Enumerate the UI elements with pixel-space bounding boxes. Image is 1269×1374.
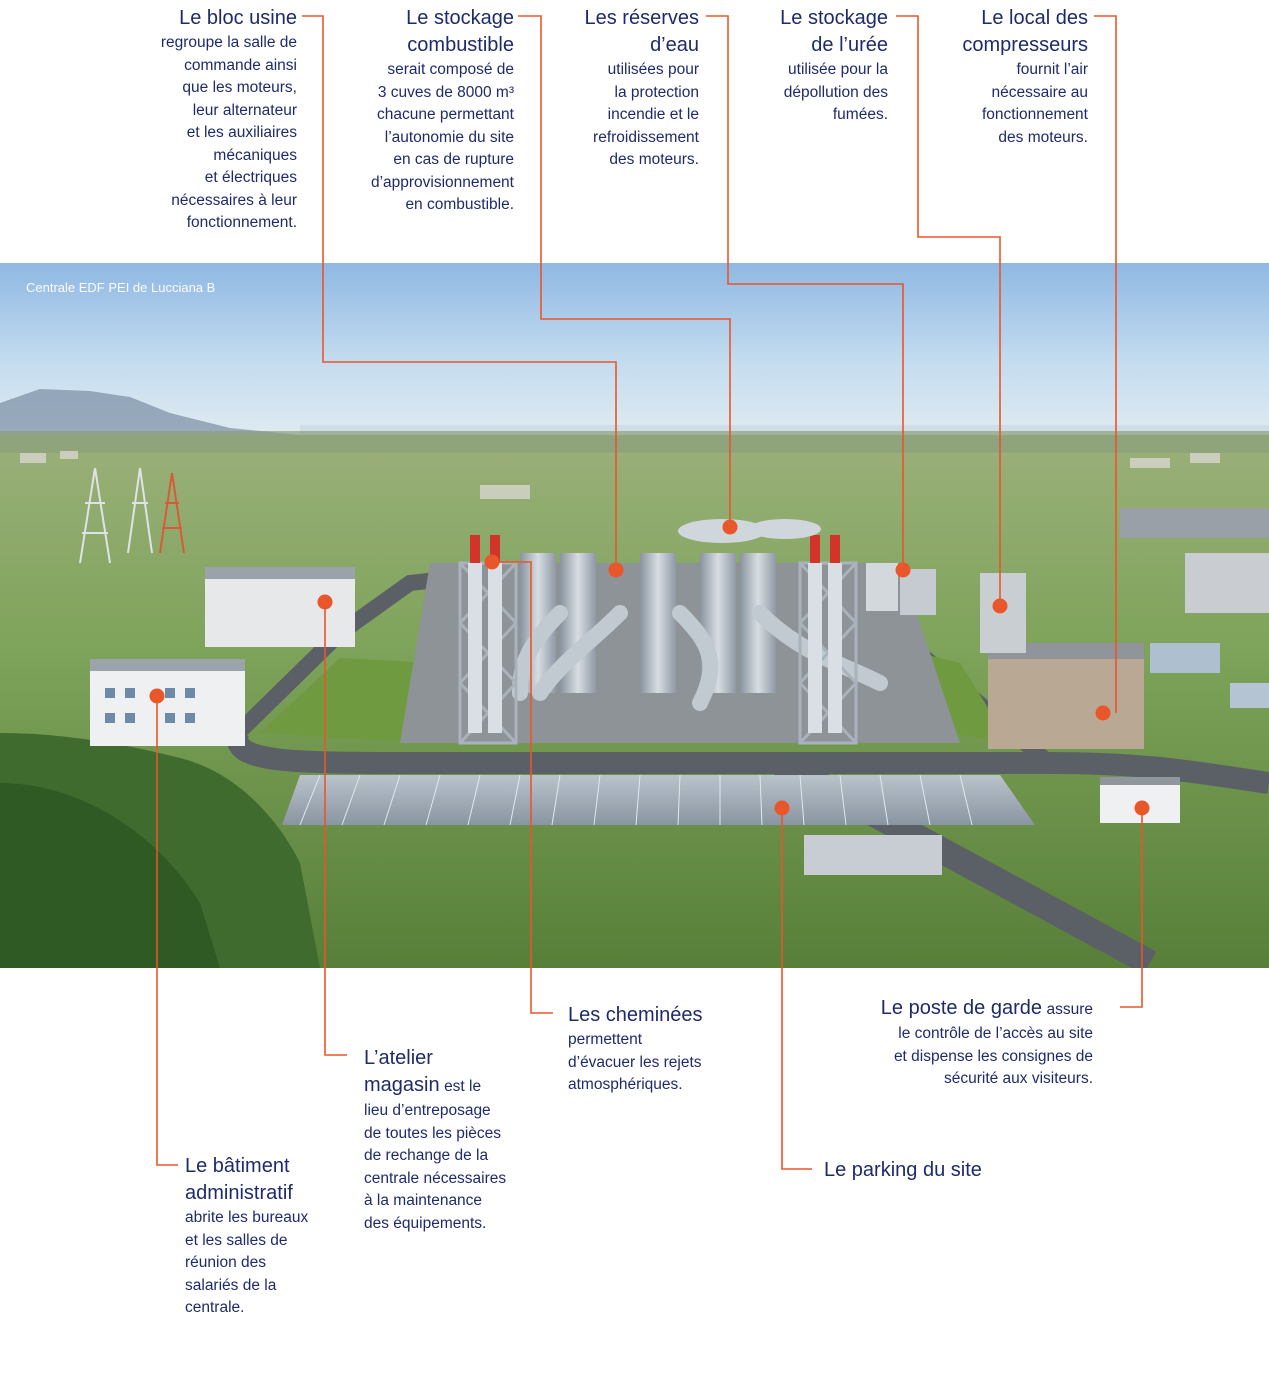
plant-illustration [0,263,1269,968]
label-title: L’atelier [364,1047,433,1069]
label-title: Le stockage de l’urée [780,7,888,56]
label-body: le contrôle de l’accès au site et dispen… [893,1025,1093,1087]
label-body: serait composé de 3 cuves de 8000 m³ cha… [370,61,514,213]
plant-photo: Centrale EDF PEI de Lucciana B [0,263,1269,968]
label-body: lieu d’entreposage de toutes les pièces … [364,1102,507,1232]
label-body: regroupe la salle de commande ainsi que … [160,34,297,231]
label-body: fournit l’air nécessaire au fonctionneme… [982,61,1088,146]
label-stockage-combustible: Le stockage combustible serait composé d… [371,5,514,217]
label-title: Le parking du site [824,1159,982,1181]
label-title: Le bloc usine [179,7,297,29]
label-title: Le bâtiment administratif [185,1155,293,1204]
label-reserves-eau: Les réserves d’eau utilisées pour la pro… [585,5,700,172]
label-title: Les cheminées [568,1004,703,1026]
label-cheminees: Les cheminées permettent d’évacuer les r… [568,1002,703,1097]
label-body: permettent d’évacuer les rejets atmosphé… [568,1031,702,1093]
photo-caption: Centrale EDF PEI de Lucciana B [26,280,216,295]
label-title: Le local des compresseurs [962,7,1088,56]
label-parking: Le parking du site [824,1157,982,1184]
label-title: Le stockage combustible [406,7,514,56]
label-title-line: Le poste de garde assure [880,997,1093,1019]
label-body: utilisées pour la protection incendie et… [593,61,699,168]
label-local-compresseurs: Le local des compresseurs fournit l’air … [962,5,1088,149]
label-poste-garde: Le poste de garde assure le contrôle de … [881,995,1093,1091]
label-title-line: magasin est le [364,1074,482,1096]
label-stockage-uree: Le stockage de l’urée utilisée pour la d… [780,5,888,127]
label-atelier-magasin: L’atelier magasin est le lieu d’entrepos… [364,1045,506,1235]
label-batiment-administratif: Le bâtiment administratif abrite les bur… [185,1153,308,1320]
label-body: abrite les bureaux et les salles de réun… [185,1209,309,1316]
label-title: Les réserves d’eau [584,7,700,56]
label-bloc-usine: Le bloc usine regroupe la salle de comma… [161,5,297,235]
label-body: utilisée pour la dépollution des fumées. [783,61,888,123]
